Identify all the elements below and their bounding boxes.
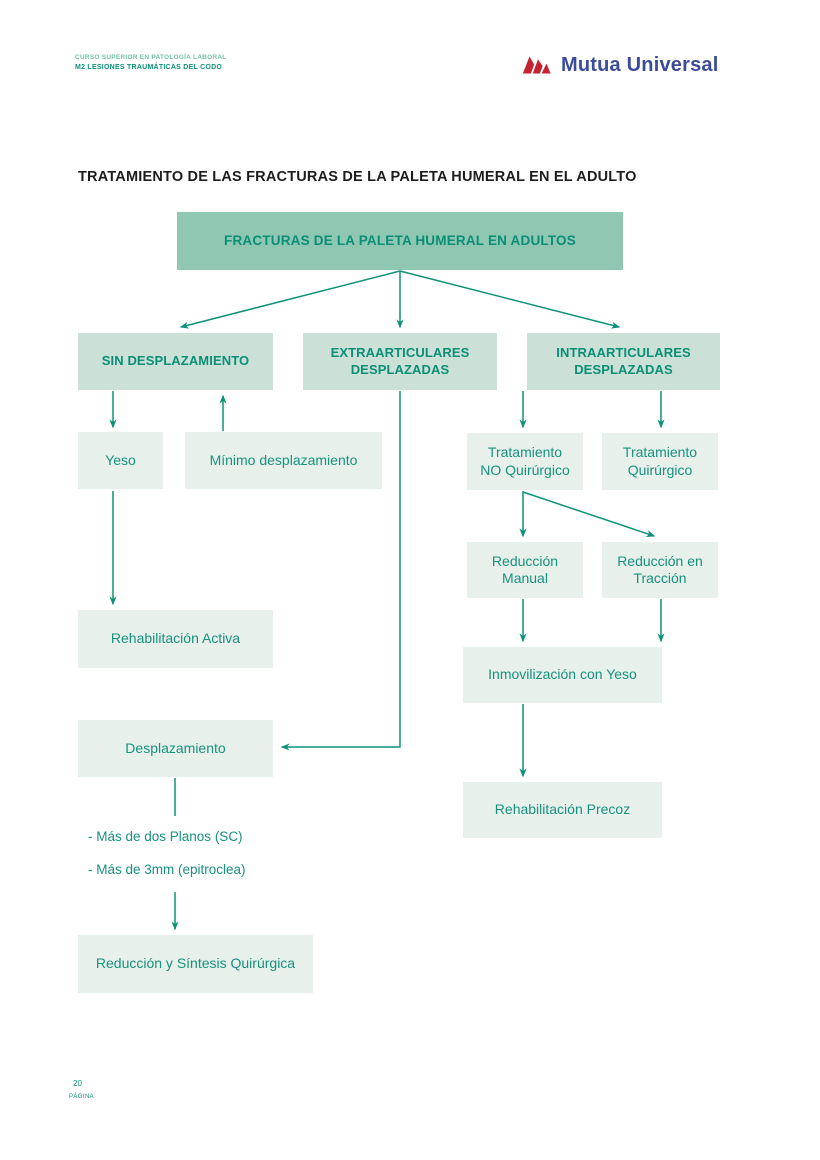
brand-logo: Mutua Universal	[521, 53, 718, 77]
node-minimo-desplazamiento: Mínimo desplazamiento	[185, 432, 382, 489]
arrow-root-to-intraarticulares	[399, 270, 621, 329]
node-root: FRACTURAS DE LA PALETA HUMERAL EN ADULTO…	[177, 212, 623, 270]
module-title-line: M2 LESIONES TRAUMÁTICAS DEL CODO	[75, 64, 223, 72]
node-root-label: FRACTURAS DE LA PALETA HUMERAL EN ADULTO…	[224, 232, 576, 248]
arrow-root-to-sin-desplazamiento	[179, 270, 401, 329]
arrow-noq-to-reduccion-traccion	[522, 491, 656, 537]
node-label: Tratamiento Quirúrgico	[622, 444, 698, 478]
criteria-item: - Más de dos Planos (SC)	[88, 829, 243, 844]
node-desplazamiento: Desplazamiento	[78, 720, 273, 777]
course-header: CURSO SUPERIOR EN PATOLOGÍA LABORAL M2 L…	[75, 53, 227, 74]
node-reduccion-en-traccion: Reducción en Tracción	[602, 542, 718, 598]
node-label: Rehabilitación Precoz	[494, 801, 631, 818]
page-number: 20	[73, 1079, 82, 1088]
course-title-line: CURSO SUPERIOR EN PATOLOGÍA LABORAL	[75, 54, 227, 61]
node-label: Rehabilitación Activa	[110, 630, 241, 647]
node-tratamiento-quirurgico: Tratamiento Quirúrgico	[602, 433, 718, 490]
node-label: Reducción en Tracción	[617, 552, 703, 587]
node-label: Inmovilización con Yeso	[488, 666, 637, 683]
node-label: Yeso	[105, 451, 136, 468]
node-label: Tratamiento NO Quirúrgico	[480, 444, 570, 478]
node-reduccion-sintesis-quirurgica: Reducción y Síntesis Quirúrgica	[78, 935, 313, 993]
node-intraarticulares-desplazadas: INTRAARTICULARES DESPLAZADAS	[527, 333, 720, 390]
node-tratamiento-no-quirurgico: Tratamiento NO Quirúrgico	[467, 433, 583, 490]
node-rehabilitacion-precoz: Rehabilitación Precoz	[463, 782, 662, 838]
mutua-universal-logo-icon	[522, 56, 551, 74]
node-extraarticulares-desplazadas: EXTRAARTICULARES DESPLAZADAS	[303, 333, 497, 390]
node-label: Mínimo desplazamiento	[209, 451, 358, 468]
node-label: EXTRAARTICULARES DESPLAZADAS	[330, 345, 470, 377]
criteria-item: - Más de 3mm (epitroclea)	[88, 862, 246, 877]
page-number-label: PÁGINA	[69, 1094, 95, 1100]
node-label: Reducción Manual	[491, 552, 559, 587]
page-title: TRATAMIENTO DE LAS FRACTURAS DE LA PALET…	[78, 169, 637, 185]
node-label: SIN DESPLAZAMIENTO	[101, 353, 250, 369]
node-label: Desplazamiento	[125, 739, 226, 756]
node-rehabilitacion-activa: Rehabilitación Activa	[78, 610, 273, 668]
node-reduccion-manual: Reducción Manual	[467, 542, 583, 598]
node-label: Reducción y Síntesis Quirúrgica	[95, 955, 296, 972]
node-label: INTRAARTICULARES DESPLAZADAS	[556, 345, 691, 377]
node-inmovilizacion-con-yeso: Inmovilización con Yeso	[463, 647, 662, 703]
node-sin-desplazamiento: SIN DESPLAZAMIENTO	[78, 333, 273, 390]
brand-name: Mutua Universal	[561, 53, 719, 76]
node-yeso: Yeso	[78, 432, 163, 489]
